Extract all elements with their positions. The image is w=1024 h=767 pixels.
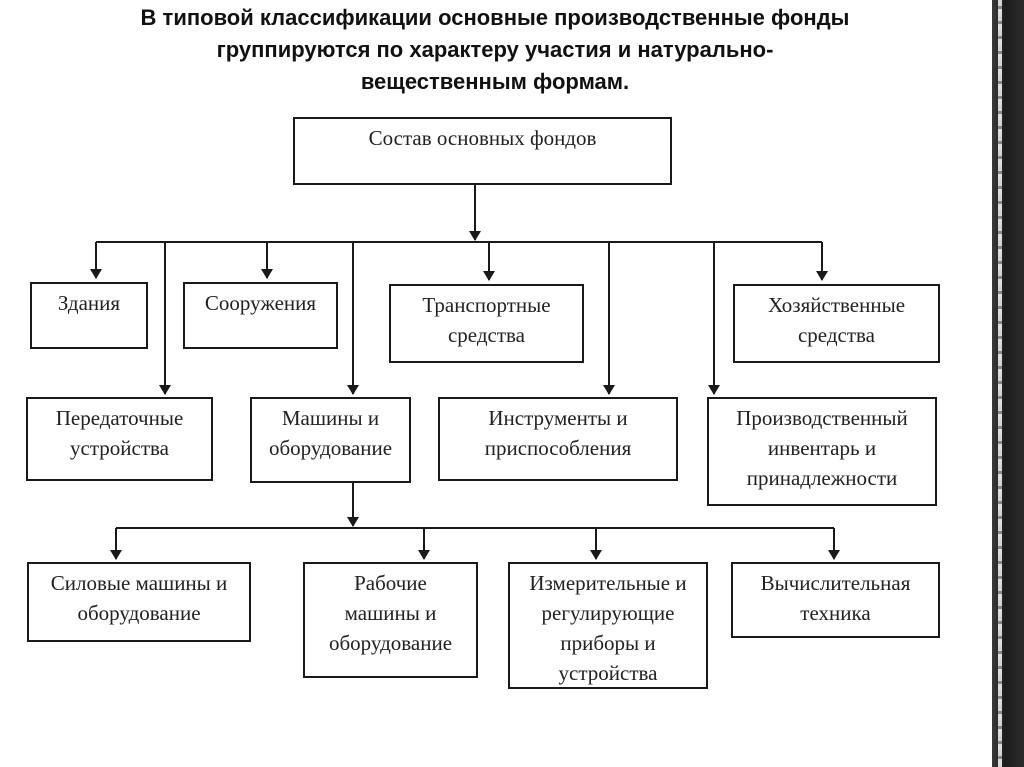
slide-title: В типовой классификации основные произво… [40, 2, 950, 98]
box-power: Силовые машины и оборудование [27, 562, 251, 642]
box-tools: Инструменты и приспособления [438, 397, 678, 481]
title-line-2: группируются по характеру участия и нату… [216, 37, 774, 62]
box-inventory: Производственный инвентарь и принадлежно… [707, 397, 937, 506]
decorative-edge-strip [992, 0, 1024, 767]
box-transport: Транспортные средства [389, 284, 584, 363]
box-machines: Машины и оборудование [250, 397, 411, 483]
box-transmission: Передаточные устройства [26, 397, 213, 481]
root-box: Состав основных фондов [293, 117, 672, 185]
box-working: Рабочие машины и оборудование [303, 562, 478, 678]
box-computing: Вычислительная техника [731, 562, 940, 638]
box-structures: Сооружения [183, 282, 338, 349]
box-buildings: Здания [30, 282, 148, 349]
connector-lines [90, 185, 840, 560]
box-household: Хозяйственные средства [733, 284, 940, 363]
title-line-3: вещественным формам. [360, 69, 630, 94]
box-measuring: Измерительные и регулирующие приборы и у… [508, 562, 708, 689]
title-line-1: В типовой классификации основные произво… [140, 5, 850, 30]
